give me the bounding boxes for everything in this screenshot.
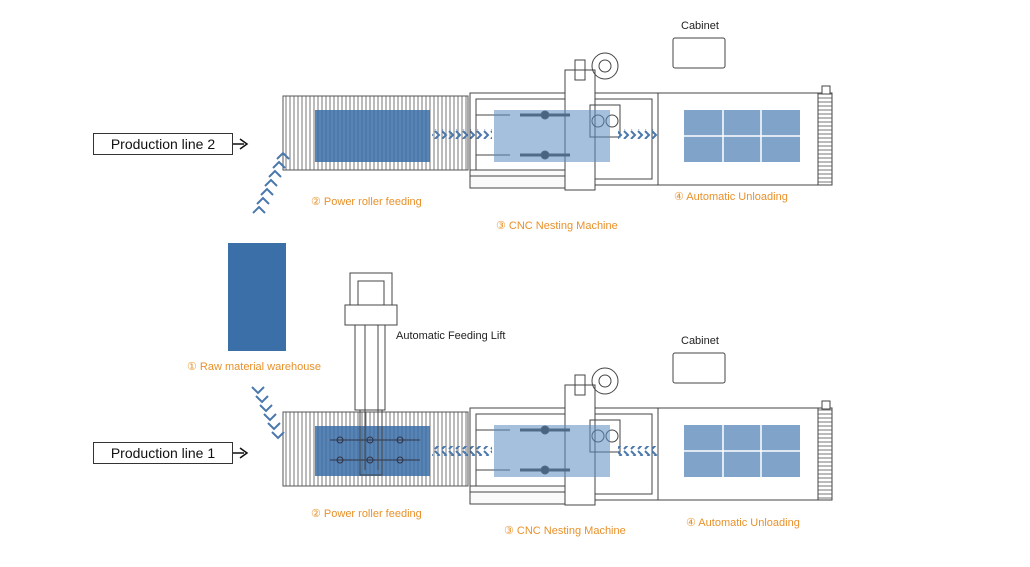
machine-bed-panel-line2	[494, 110, 610, 162]
power-roller-feeding-line1-label: ② Power roller feeding	[311, 508, 422, 520]
machine-bed-panel-line1	[494, 425, 610, 477]
production-line-2-group	[282, 37, 833, 191]
automatic-unloading-line2-label: ④ Automatic Unloading	[674, 191, 788, 203]
production-line-2-text: Production line 2	[110, 136, 216, 152]
production-line-1-group	[282, 352, 833, 506]
flow-arrows-line2-b	[618, 129, 680, 139]
flow-arrows-line1-a	[432, 446, 492, 456]
automatic-feeding-lift	[344, 272, 398, 476]
flow-arrows-line2-a	[432, 129, 492, 139]
cabinet-line1-label: Cabinet	[681, 335, 719, 347]
automatic-feeding-lift-label: Automatic Feeding Lift	[396, 330, 506, 342]
material-panel-line2	[315, 110, 430, 162]
material-panel-line1	[315, 426, 430, 476]
unloading-table-line1	[657, 400, 833, 501]
lift-suction-frame	[330, 436, 420, 464]
power-roller-feeding-line2-label: ② Power roller feeding	[311, 196, 422, 208]
cabinet-box-line1	[672, 352, 726, 384]
production-line-1-text: Production line 1	[110, 445, 216, 461]
flow-arrows-line1-b	[618, 446, 680, 456]
cnc-nesting-machine-line2-label: ③ CNC Nesting Machine	[496, 220, 618, 232]
flow-arrows-warehouse-to-line2	[252, 151, 290, 214]
unloading-table-line2	[657, 85, 833, 186]
flow-arrows-warehouse-to-line1	[251, 386, 285, 440]
automatic-unloading-line1-label: ④ Automatic Unloading	[686, 517, 800, 529]
production-line-1-label: Production line 1	[93, 442, 233, 464]
cabinet-line2-label: Cabinet	[681, 20, 719, 32]
raw-material-warehouse-label: ① Raw material warehouse	[187, 361, 321, 373]
cnc-nesting-machine-line1-label: ③ CNC Nesting Machine	[504, 525, 626, 537]
production-line-2-label: Production line 2	[93, 133, 233, 155]
production-line-2-arrowhead	[239, 138, 249, 150]
production-line-1-arrowhead	[239, 447, 249, 459]
cabinet-box-line2	[672, 37, 726, 69]
raw-material-warehouse-block	[228, 243, 286, 351]
